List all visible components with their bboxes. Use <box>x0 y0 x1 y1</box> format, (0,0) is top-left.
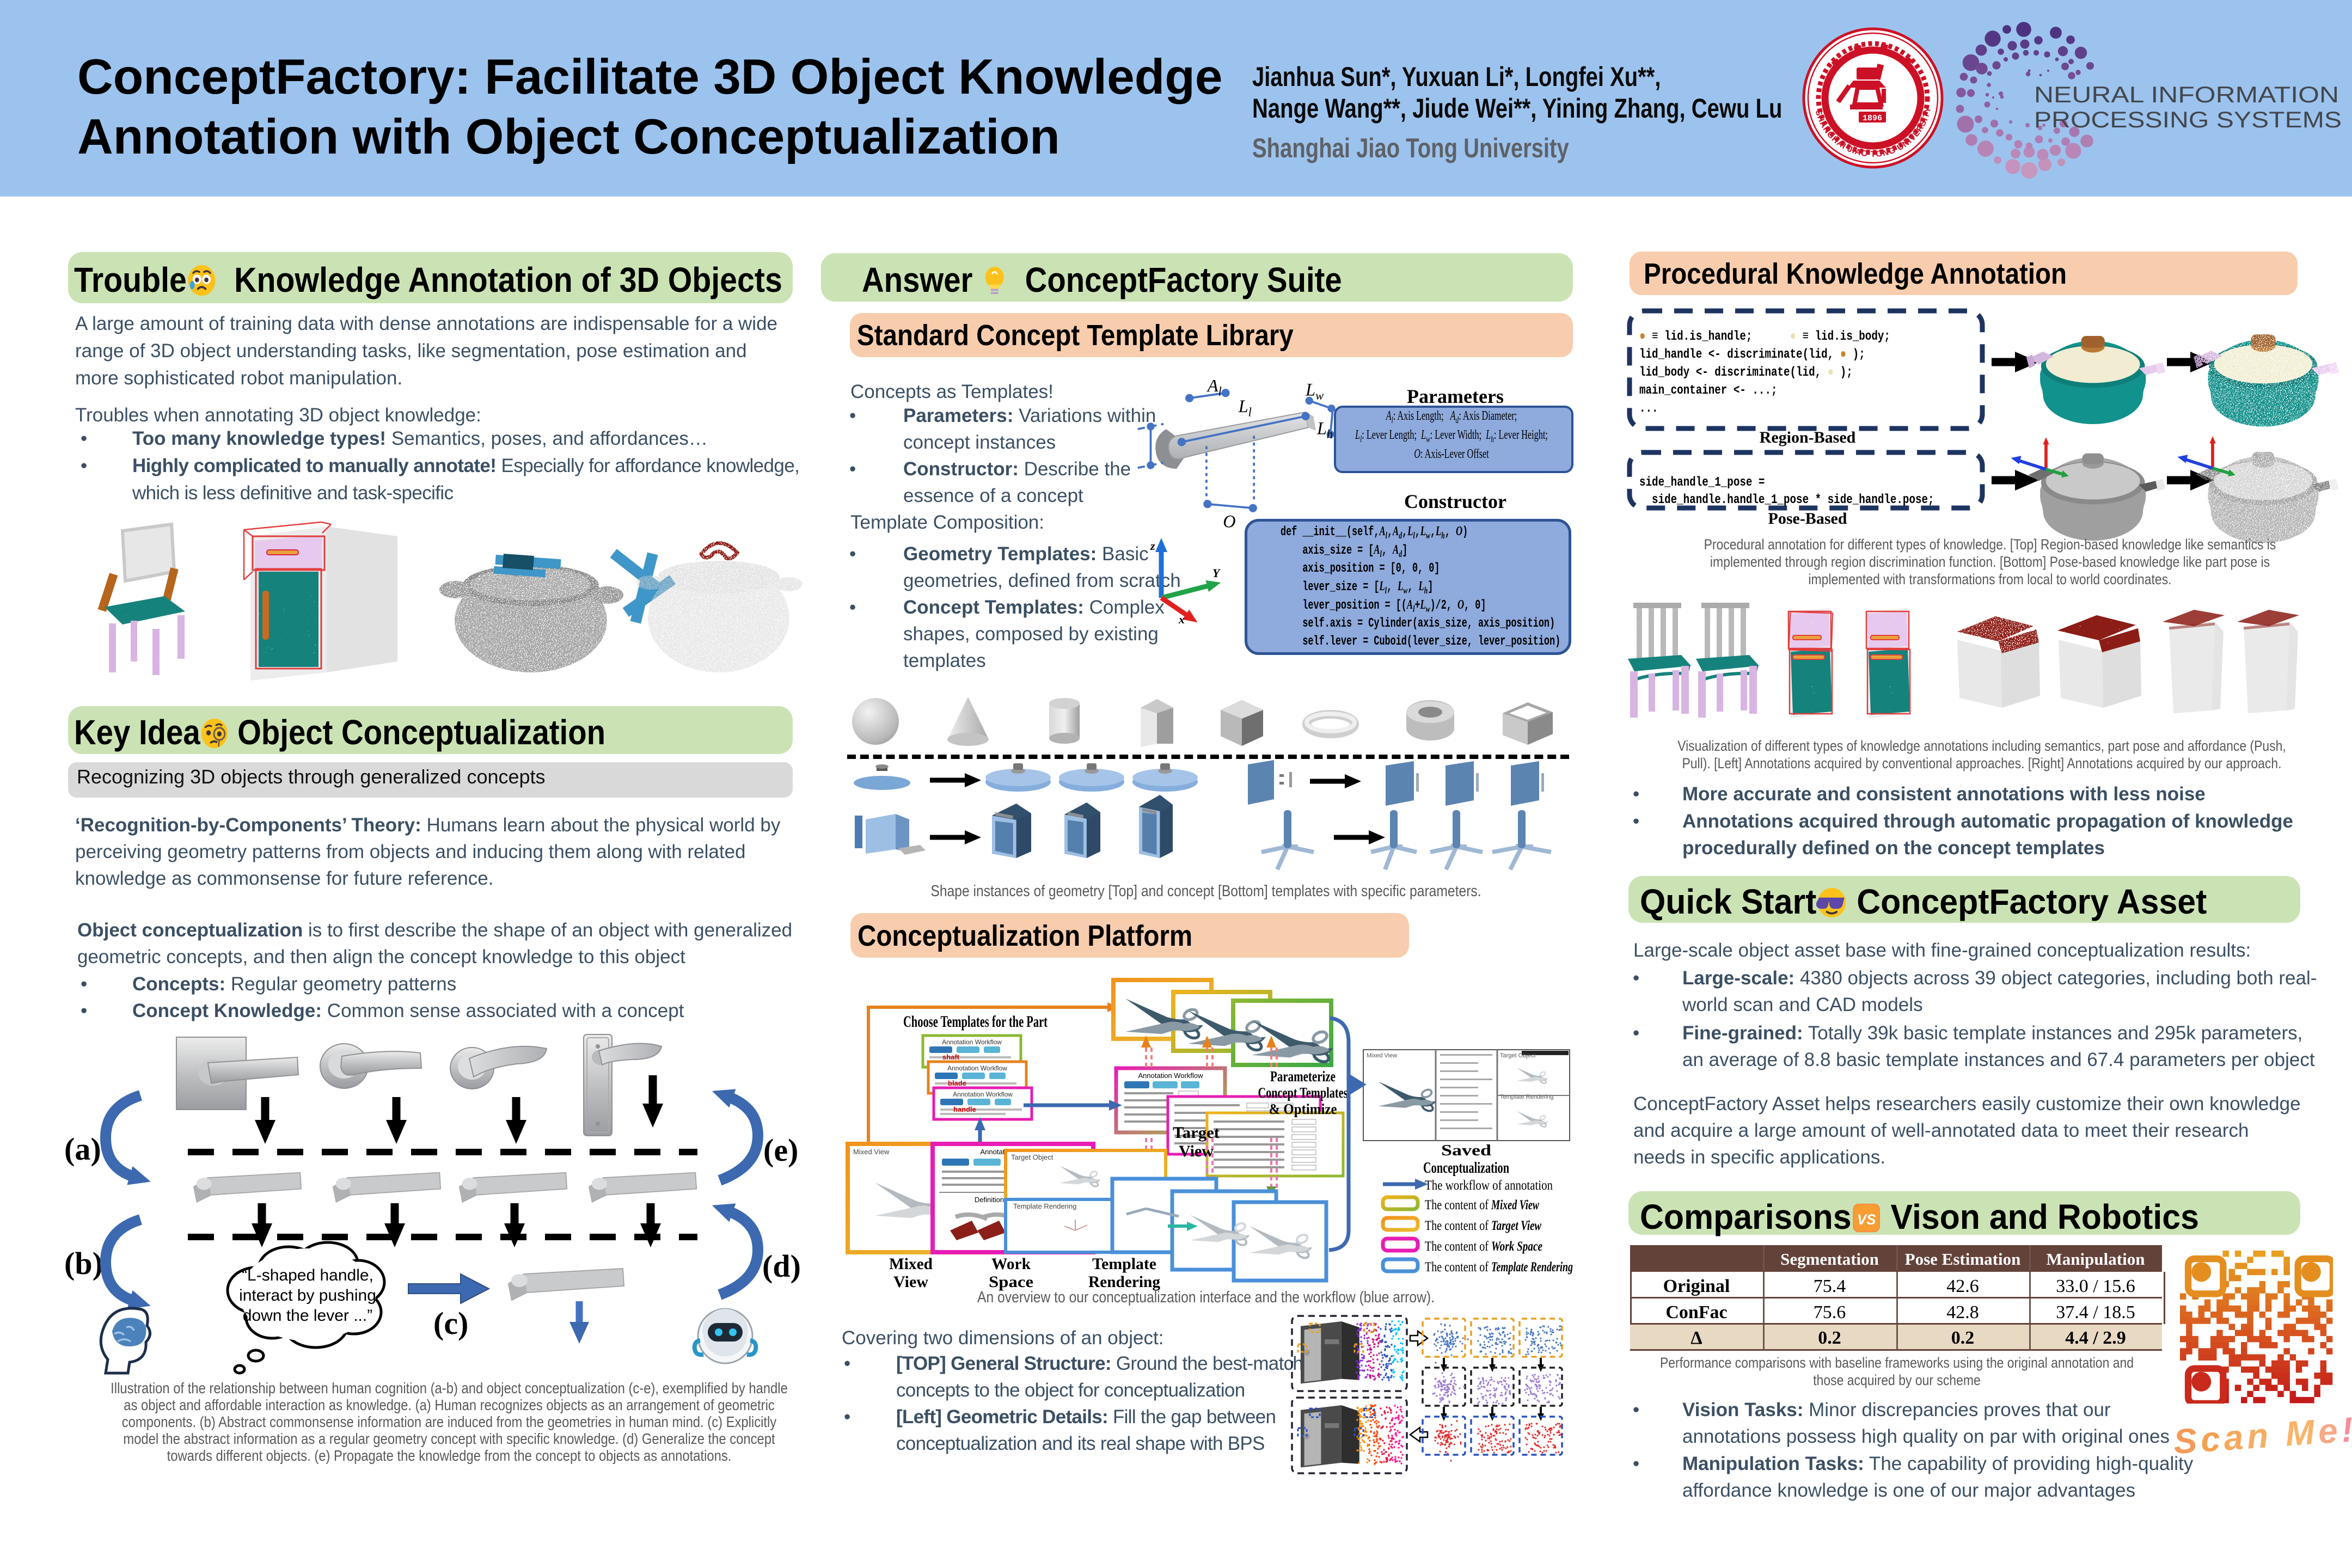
svg-text:Target Object: Target Object <box>1500 1052 1535 1059</box>
svg-text:interact by pushing: interact by pushing <box>239 1287 376 1304</box>
svg-text:The content of Target View: The content of Target View <box>1425 1218 1541 1233</box>
svg-text:(d): (d) <box>762 1248 801 1284</box>
svg-text:x: x <box>1178 612 1185 623</box>
svg-text:Mixed View: Mixed View <box>1367 1052 1397 1059</box>
svg-text:Lh: Lh <box>1316 419 1333 442</box>
svg-text:1896: 1896 <box>1863 114 1882 123</box>
svg-text:Target: Target <box>1173 1124 1220 1142</box>
svg-text:The content of Template Render: The content of Template Rendering <box>1425 1260 1573 1275</box>
svg-text:handle: handle <box>953 1105 976 1113</box>
svg-text:Ll: Ll <box>1238 396 1252 419</box>
svg-text:Annotation Workflow: Annotation Workflow <box>947 1064 1007 1072</box>
svg-text:Parameterize: Parameterize <box>1270 1068 1336 1085</box>
svg-text:Concept Templates: Concept Templates <box>1258 1085 1348 1101</box>
svg-text:Target Object: Target Object <box>1011 1153 1054 1161</box>
svg-text:Y: Y <box>1212 566 1221 580</box>
svg-text:PROCESSING SYSTEMS: PROCESSING SYSTEMS <box>2034 107 2341 132</box>
svg-text:Template: Template <box>1092 1255 1156 1273</box>
svg-text:Annotation Workflow: Annotation Workflow <box>1138 1071 1204 1080</box>
svg-text:View: View <box>893 1273 928 1291</box>
svg-text:(e): (e) <box>763 1132 798 1168</box>
svg-text:Saved: Saved <box>1441 1142 1492 1159</box>
svg-text:blade: blade <box>948 1079 966 1087</box>
svg-text:(b): (b) <box>64 1246 103 1281</box>
svg-text:Choose Templates for the Part: Choose Templates for the Part <box>903 1013 1048 1031</box>
svg-text:O: O <box>1223 511 1235 531</box>
svg-text:down the lever ...”: down the lever ...” <box>243 1307 372 1325</box>
svg-text:Template Rendering: Template Rendering <box>1013 1202 1076 1210</box>
svg-text:z: z <box>1150 539 1155 553</box>
svg-text:NEURAL INFORMATION: NEURAL INFORMATION <box>2034 82 2339 107</box>
svg-text:Annotation Workflow: Annotation Workflow <box>953 1091 1013 1098</box>
svg-text:View: View <box>1179 1142 1214 1160</box>
svg-text:Rendering: Rendering <box>1088 1273 1160 1291</box>
svg-text:& Optimize: & Optimize <box>1269 1101 1337 1117</box>
svg-text:Conceptualization: Conceptualization <box>1423 1160 1509 1177</box>
svg-text:The workflow of annotation: The workflow of annotation <box>1425 1178 1553 1193</box>
svg-text:VS: VS <box>1857 1211 1876 1228</box>
svg-text:Work: Work <box>991 1255 1031 1273</box>
svg-text:shaft: shaft <box>942 1053 960 1061</box>
svg-text:Mixed: Mixed <box>889 1255 933 1273</box>
svg-text:The content of Mixed View: The content of Mixed View <box>1425 1198 1539 1212</box>
svg-text:(c): (c) <box>433 1306 468 1341</box>
svg-text:Mixed View: Mixed View <box>853 1148 890 1156</box>
svg-text:Template Rendering: Template Rendering <box>1500 1094 1553 1100</box>
svg-text:Space: Space <box>989 1273 1033 1291</box>
svg-text:Lw: Lw <box>1305 380 1324 402</box>
svg-text:(a): (a) <box>64 1131 101 1167</box>
svg-text:Annotation Workflow: Annotation Workflow <box>942 1038 1002 1046</box>
svg-text:“L-shaped handle,: “L-shaped handle, <box>242 1266 373 1284</box>
svg-text:The content of Work Space: The content of Work Space <box>1425 1239 1542 1254</box>
